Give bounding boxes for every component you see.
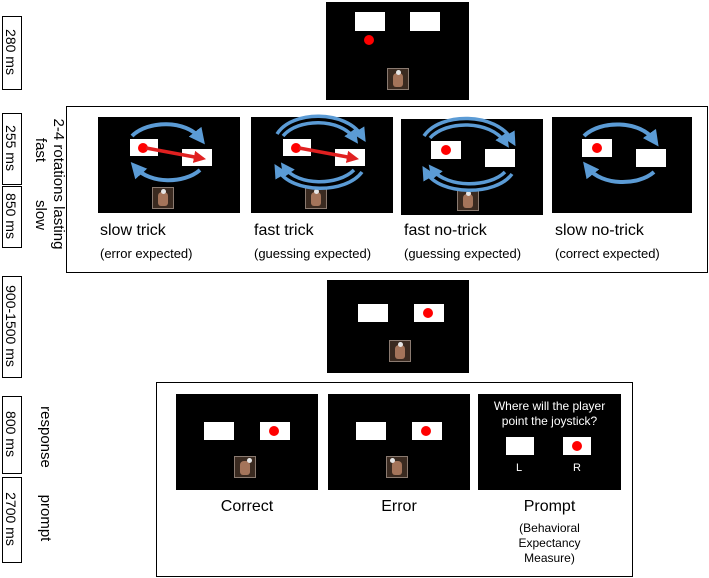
joystick-hand-image bbox=[389, 340, 411, 362]
trick-arrow bbox=[298, 146, 360, 163]
slow-no-trick-screen bbox=[552, 117, 692, 213]
joystick-hand-image bbox=[152, 187, 174, 209]
condition-title: slow trick bbox=[100, 222, 166, 239]
prompt-question: Where will the player point the joystick… bbox=[493, 399, 606, 428]
target-dot bbox=[291, 143, 301, 153]
left-target-box bbox=[204, 422, 234, 440]
prompt-duration-box bbox=[2, 477, 22, 563]
target-dot bbox=[421, 426, 431, 436]
target-dot bbox=[423, 308, 433, 318]
error-response-screen bbox=[328, 394, 470, 490]
target-dot bbox=[572, 441, 582, 451]
target-dot bbox=[269, 426, 279, 436]
prompt-screen: Where will the player point the joystick… bbox=[478, 394, 621, 490]
correct-response-screen bbox=[176, 394, 318, 490]
fixation-duration-box bbox=[2, 16, 22, 90]
joystick-hand-image bbox=[387, 68, 409, 90]
right-target-box bbox=[485, 149, 515, 167]
left-target-box bbox=[356, 422, 386, 440]
fast-no-trick-rotation-arrows bbox=[422, 116, 516, 192]
condition-subtitle: (guessing expected) bbox=[254, 246, 372, 261]
joystick-hand-image bbox=[386, 456, 408, 478]
wait-screen bbox=[327, 280, 469, 373]
trick-arrow bbox=[145, 146, 207, 163]
left-key-label: L bbox=[516, 462, 523, 474]
response-duration-box bbox=[2, 396, 22, 474]
slow-trick-rotation-arrows bbox=[130, 122, 205, 183]
slow-no-trick-rotation-arrows bbox=[582, 122, 659, 185]
target-dot bbox=[364, 35, 374, 45]
prompt-description: (Behavioral Expectancy Measure) bbox=[518, 521, 581, 565]
slow-duration-box bbox=[2, 186, 22, 248]
target-dot bbox=[592, 143, 602, 153]
target-dot bbox=[138, 143, 148, 153]
condition-subtitle: (correct expected) bbox=[555, 246, 660, 261]
fast-duration-box bbox=[2, 113, 22, 185]
left-target-box bbox=[355, 12, 385, 31]
fixation-screen bbox=[326, 2, 469, 100]
left-target-box bbox=[358, 304, 388, 322]
condition-title: slow no-trick bbox=[555, 222, 644, 239]
condition-title: fast no-trick bbox=[404, 222, 487, 239]
joystick-hand-image bbox=[234, 456, 256, 478]
prompt-caption: Prompt bbox=[523, 498, 576, 515]
target-dot bbox=[441, 145, 451, 155]
fast-trick-rotation-arrows bbox=[274, 114, 366, 190]
error-caption: Error bbox=[381, 498, 417, 515]
right-key-label: R bbox=[573, 462, 581, 474]
condition-subtitle: (guessing expected) bbox=[404, 246, 522, 261]
condition-subtitle: (error expected) bbox=[100, 246, 193, 261]
right-target-box bbox=[636, 149, 666, 167]
right-target-box bbox=[410, 12, 440, 31]
left-target-box bbox=[506, 437, 534, 455]
wait-duration-box bbox=[2, 276, 22, 378]
joystick-hand-image bbox=[305, 187, 327, 209]
correct-caption: Correct bbox=[220, 498, 274, 515]
condition-title: fast trick bbox=[254, 222, 314, 239]
